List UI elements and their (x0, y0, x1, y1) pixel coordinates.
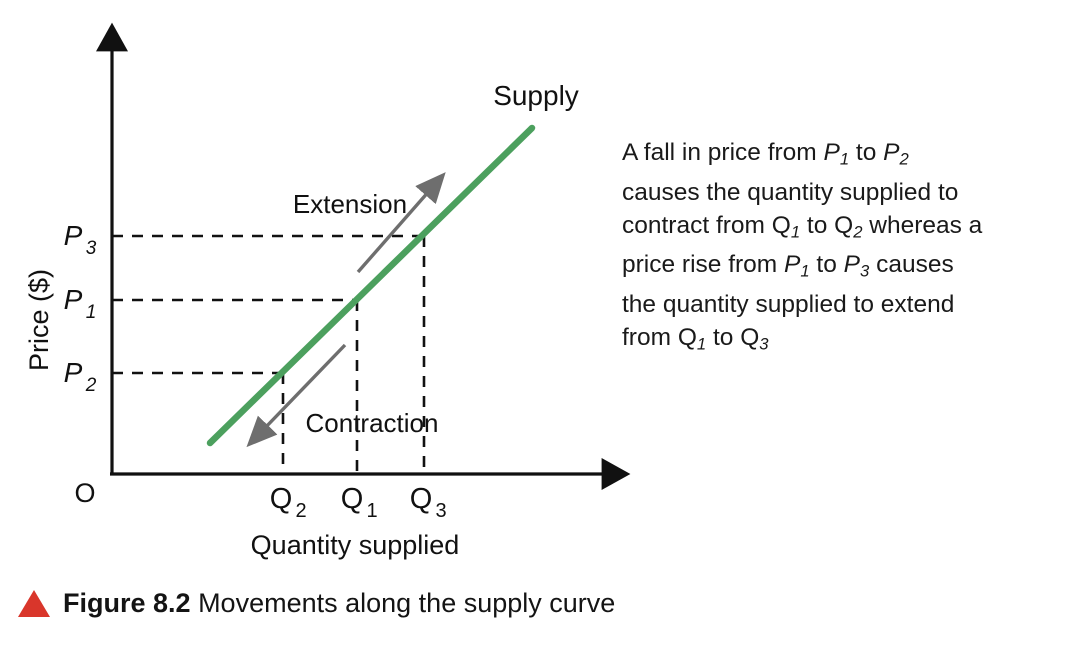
quantity-tick-q2-letter: Q (270, 483, 293, 515)
y-axis-title: Price ($) (24, 269, 54, 371)
explanation-line-2: causes the quantity supplied to (622, 178, 959, 206)
contraction-arrow (246, 343, 347, 448)
explanation-line-6: from Q1 to Q3 (622, 321, 1052, 361)
explanation-p3: P (843, 251, 861, 279)
price-tick-p2: P 2 (64, 357, 97, 396)
figure-caption-body: Movements along the supply curve (198, 588, 616, 618)
caption-triangle-icon (18, 590, 50, 617)
explanation-line-4: price rise from P1 to P3 causes (622, 248, 1052, 288)
quantity-tick-q2: Q 2 (270, 483, 307, 522)
explanation-p1b-sub: 1 (800, 261, 810, 281)
explanation-line-3-b: to (800, 211, 835, 239)
explanation-line-6-a: from (622, 323, 678, 351)
explanation-q1: Q (771, 211, 791, 239)
price-tick-p2-subscript: 2 (85, 375, 97, 396)
explanation-line-1-b: to (849, 139, 884, 166)
explanation-line-4-c: causes (869, 251, 954, 279)
explanation-q1-sub: 1 (790, 222, 801, 242)
explanation-p1: P (823, 139, 840, 166)
quantity-tick-q3-letter: Q (410, 483, 433, 515)
contraction-label: Contraction (306, 408, 439, 438)
explanation-p1-sub: 1 (839, 149, 850, 169)
explanation-line-6-b: to (706, 323, 741, 351)
explanation-line-5: the quantity supplied to extend (622, 290, 955, 318)
explanation-q3-sub: 3 (759, 334, 769, 354)
quantity-tick-q1-letter: Q (341, 483, 364, 515)
supply-curve-diagram: Price ($) P 3 P 1 P 2 Q 2 Q 1 Q 3 Quanti… (24, 22, 631, 560)
extension-label: Extension (293, 189, 407, 219)
x-axis-title: Quantity supplied (251, 530, 460, 560)
explanation-line-1-a: A fall in price from (622, 139, 824, 166)
explanation-q1b: Q (677, 323, 697, 351)
price-tick-p3: P 3 (64, 220, 97, 259)
explanation-line-4-a: price rise from (622, 251, 785, 279)
figure-caption: Figure 8.2 Movements along the supply cu… (18, 588, 615, 619)
explanation-q2: Q (834, 211, 854, 239)
price-tick-p1: P 1 (64, 284, 97, 323)
quantity-tick-q3-subscript: 3 (435, 500, 446, 522)
price-tick-p1-subscript: 1 (86, 302, 97, 323)
explanation-p3-sub: 3 (860, 261, 870, 281)
explanation-line-4-b: to (809, 251, 844, 279)
explanation-line-3: contract from Q1 to Q2 whereas a (622, 209, 1052, 249)
price-tick-p3-subscript: 3 (86, 238, 97, 259)
caption-text: Figure 8.2 Movements along the supply cu… (63, 588, 615, 619)
quantity-tick-q1-subscript: 1 (366, 500, 377, 522)
quantity-tick-q1: Q 1 (341, 483, 378, 522)
quantity-tick-q3: Q 3 (410, 483, 447, 522)
explanation-q3: Q (740, 323, 760, 351)
extension-arrow (356, 172, 446, 274)
explanation-line-3-a: contract from (622, 211, 772, 239)
explanation-p2-sub: 2 (899, 149, 909, 169)
explanation-p1b: P (784, 251, 801, 279)
explanation-q1b-sub: 1 (696, 334, 707, 354)
figure-number: Figure 8.2 (63, 588, 191, 618)
price-tick-p3-letter: P (64, 220, 83, 251)
explanation-p2: P (883, 139, 900, 166)
origin-label: O (74, 478, 95, 508)
explanation-q2-sub: 2 (853, 222, 863, 242)
price-tick-p2-letter: P (64, 357, 83, 388)
price-tick-p1-letter: P (64, 284, 83, 315)
quantity-tick-q2-subscript: 2 (295, 500, 306, 522)
supply-curve (206, 124, 536, 447)
explanation-text: A fall in price from P1 to P2 causes the… (622, 136, 1052, 361)
explanation-line-3-c: whereas a (862, 211, 983, 239)
supply-curve-label: Supply (493, 80, 579, 111)
explanation-line-1: A fall in price from P1 to P2 (622, 136, 1052, 176)
